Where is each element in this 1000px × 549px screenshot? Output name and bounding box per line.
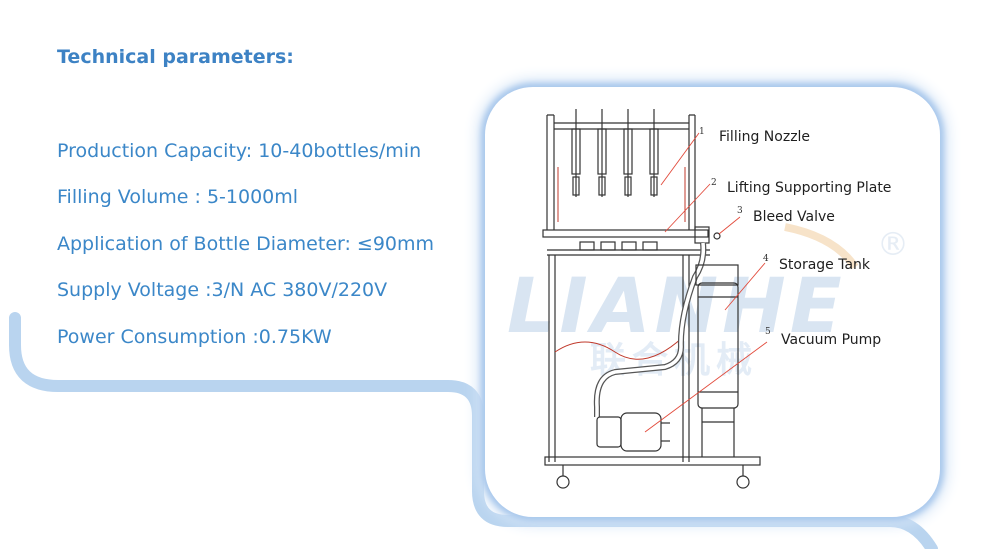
vacuum-pump — [596, 412, 670, 452]
svg-text:Filling Nozzle: Filling Nozzle — [719, 129, 810, 145]
filling-nozzles — [571, 109, 659, 197]
callout-filling-nozzle: 1 Filling Nozzle — [699, 127, 810, 145]
param-power-consumption: Power Consumption :0.75KW — [57, 325, 332, 348]
svg-text:Lifting Supporting Plate: Lifting Supporting Plate — [727, 180, 891, 196]
watermark-text: LIANHE — [507, 261, 846, 350]
param-production-capacity: Production Capacity: 10-40bottles/min — [57, 140, 422, 162]
watermark-logo: LIANHE 联合机械 ® — [507, 223, 909, 381]
callout-leaders — [644, 132, 768, 433]
callout-lifting-supporting-plate: 2 Lifting Supporting Plate — [711, 178, 891, 196]
svg-text:3: 3 — [737, 206, 743, 216]
parameter-list: Production Capacity: 10-40bottles/min Fi… — [57, 138, 434, 370]
svg-text:5: 5 — [765, 327, 771, 337]
param-supply-voltage: Supply Voltage :3/N AC 380V/220V — [57, 279, 388, 302]
svg-text:2: 2 — [711, 178, 717, 188]
machine-drawing — [542, 109, 761, 489]
param-bottle-diameter: Application of Bottle Diameter: ≤90mm — [57, 232, 435, 255]
machine-diagram-frame: LIANHE 联合机械 ® — [485, 87, 940, 517]
registered-mark: ® — [877, 225, 909, 263]
section-heading: Technical parameters: — [57, 46, 294, 68]
svg-text:1: 1 — [699, 127, 705, 137]
callout-storage-tank: 4 Storage Tank — [763, 254, 871, 273]
machine-diagram: LIANHE 联合机械 ® — [507, 109, 909, 489]
callout-bleed-valve: 3 Bleed Valve — [737, 206, 835, 225]
callout-vacuum-pump: 5 Vacuum Pump — [765, 327, 881, 348]
svg-text:Bleed Valve: Bleed Valve — [753, 209, 835, 225]
svg-text:Storage Tank: Storage Tank — [779, 257, 871, 273]
svg-text:Vacuum Pump: Vacuum Pump — [781, 332, 881, 348]
svg-text:4: 4 — [763, 254, 769, 264]
param-filling-volume: Filling Volume : 5-1000ml — [57, 186, 299, 209]
